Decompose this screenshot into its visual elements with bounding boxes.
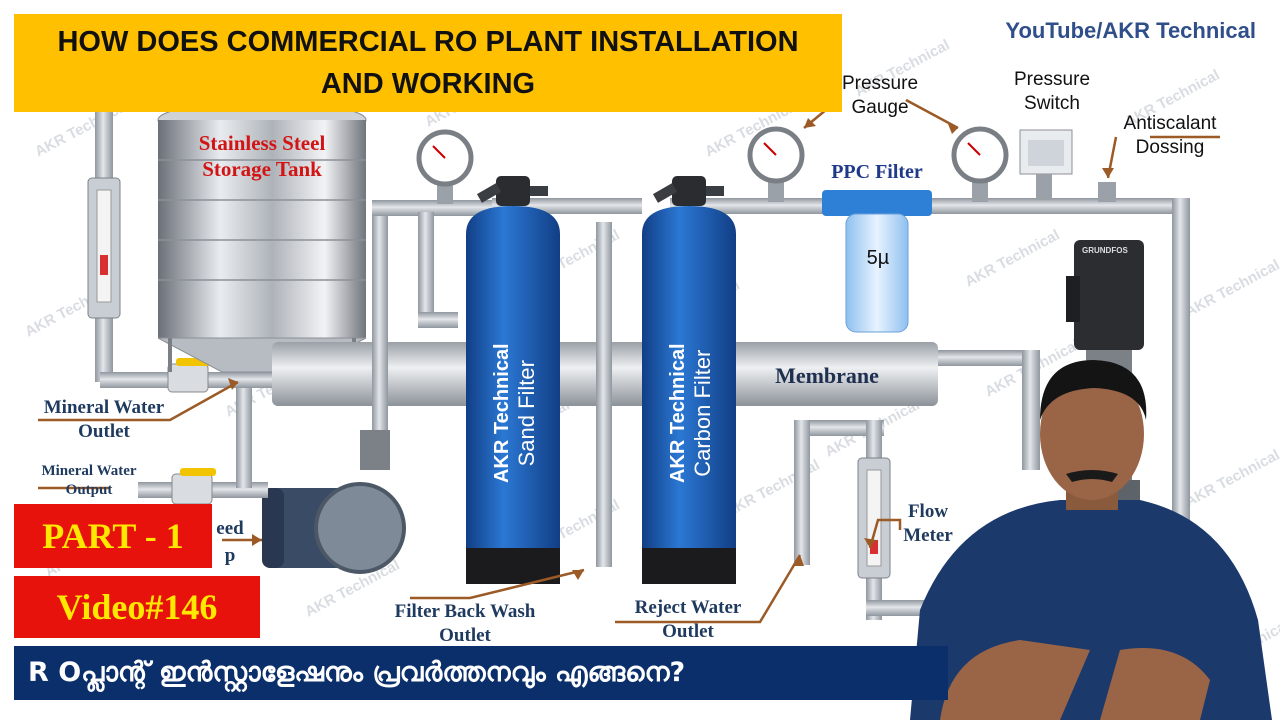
reject-outlet-pipe: [794, 420, 810, 565]
carbon-filter-vessel: [642, 206, 736, 584]
sand-filter-vessel: [466, 206, 560, 584]
storage-tank: [158, 120, 366, 338]
backwash-outlet-pipe: [596, 222, 612, 567]
pressure-gauge-label: Pressure Gauge: [841, 73, 919, 118]
carbon-filter-text: AKR Technical Carbon Filter: [666, 298, 716, 528]
ppc-filter-label: PPC Filter: [831, 161, 923, 183]
pressure-gauge-1: [416, 129, 474, 204]
sand-filter-valve: [476, 176, 548, 206]
tank-outlet-valve: [167, 363, 209, 393]
sand-filter-text: AKR Technical Sand Filter: [490, 298, 540, 528]
part-badge: PART - 1: [14, 504, 212, 568]
sand-filter-brand: AKR Technical: [490, 343, 513, 484]
flow-meter-label: Flow Meter: [903, 501, 953, 546]
reject-water-label: Reject Water Outlet: [634, 597, 742, 642]
pressure-switch-label: Pressure Switch: [1013, 69, 1091, 114]
title-box: HOW DOES COMMERCIAL RO PLANT INSTALLATIO…: [14, 14, 842, 112]
malayalam-banner: R Oപ്ലാന്റ് ഇൻസ്റ്റാളേഷനും പ്രവർത്തനവും …: [14, 646, 948, 700]
antiscalant-tee: [1098, 182, 1116, 202]
title-line-1: HOW DOES COMMERCIAL RO PLANT INSTALLATIO…: [57, 26, 799, 58]
presenter-photo: [910, 360, 1272, 720]
feed-pump: [262, 430, 406, 574]
sand-filter-name: Sand Filter: [513, 360, 539, 467]
storage-tank-label: Stainless Steel Storage Tank: [198, 131, 326, 182]
carbon-filter-name: Carbon Filter: [689, 349, 715, 477]
carbon-filter-brand: AKR Technical: [666, 343, 689, 484]
carbon-filter-valve: [652, 176, 724, 206]
membrane-label: Membrane: [775, 363, 879, 388]
mineral-water-outlet-label: Mineral Water Outlet: [43, 397, 165, 442]
title-line-2: AND WORKING: [320, 68, 536, 100]
antiscalant-label: Antiscalant Dossing: [1123, 113, 1217, 158]
pump-brand: GRUNDFOS: [1082, 246, 1128, 255]
pressure-gauge-2: [747, 126, 805, 202]
pump-riser-pipe: [372, 206, 388, 436]
filter-backwash-label: Filter Back Wash Outlet: [394, 601, 536, 646]
video-badge: Video#146: [14, 576, 260, 638]
ppc-micron-label: 5µ: [866, 247, 890, 269]
mineral-water-output-label: Mineral Water Output: [41, 463, 137, 498]
ppc-filter-bowl: [845, 213, 909, 333]
channel-name: YouTube/AKR Technical: [1005, 18, 1256, 43]
pressure-gauge-3: [951, 126, 1009, 202]
mineral-output-valve: [171, 473, 213, 505]
ppc-filter-head: [822, 190, 932, 216]
feed-pump-label: eed p: [216, 518, 244, 566]
